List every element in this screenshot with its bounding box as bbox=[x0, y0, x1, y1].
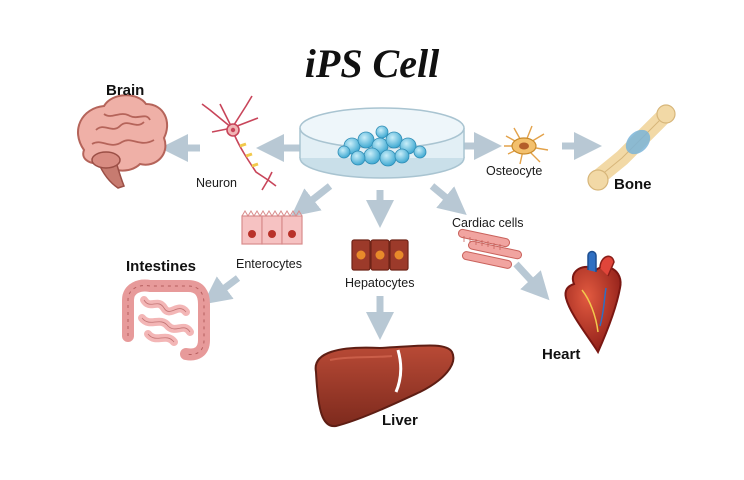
arrow-cardiac-to-heart bbox=[513, 261, 550, 301]
arrow-enterocytes-to-intestines bbox=[202, 275, 241, 305]
arrows bbox=[160, 132, 602, 340]
arrow-dish-to-cardiac bbox=[429, 183, 467, 215]
liver-label: Liver bbox=[382, 412, 418, 429]
enterocytes-illustration bbox=[241, 210, 303, 245]
intestines-label: Intestines bbox=[126, 258, 197, 275]
neuron-illustration bbox=[201, 95, 277, 191]
heart-label: Heart bbox=[542, 346, 581, 363]
arrow-dish-to-enterocytes bbox=[290, 183, 333, 217]
hepatocytes-label: Hepatocytes bbox=[345, 276, 415, 290]
enterocytes-label: Enterocytes bbox=[236, 257, 303, 271]
cardiac-cells-illustration bbox=[457, 228, 522, 269]
intestines-illustration bbox=[122, 279, 210, 361]
osteocyte-illustration bbox=[504, 125, 549, 165]
bone-illustration bbox=[587, 104, 676, 191]
diagram-title: iPS Cell bbox=[304, 41, 440, 86]
neuron-label: Neuron bbox=[196, 176, 237, 190]
cardiac-cells-label: Cardiac cells bbox=[452, 216, 524, 230]
bone-label: Bone bbox=[614, 176, 652, 193]
hepatocytes-illustration bbox=[351, 239, 409, 271]
liver-illustration bbox=[314, 344, 455, 428]
heart-illustration bbox=[564, 250, 622, 355]
osteocyte-label: Osteocyte bbox=[486, 164, 543, 178]
brain-label: Brain bbox=[106, 82, 145, 99]
stem-cell-cluster bbox=[337, 125, 427, 167]
petri-dish bbox=[299, 107, 465, 179]
brain-illustration bbox=[77, 94, 169, 189]
